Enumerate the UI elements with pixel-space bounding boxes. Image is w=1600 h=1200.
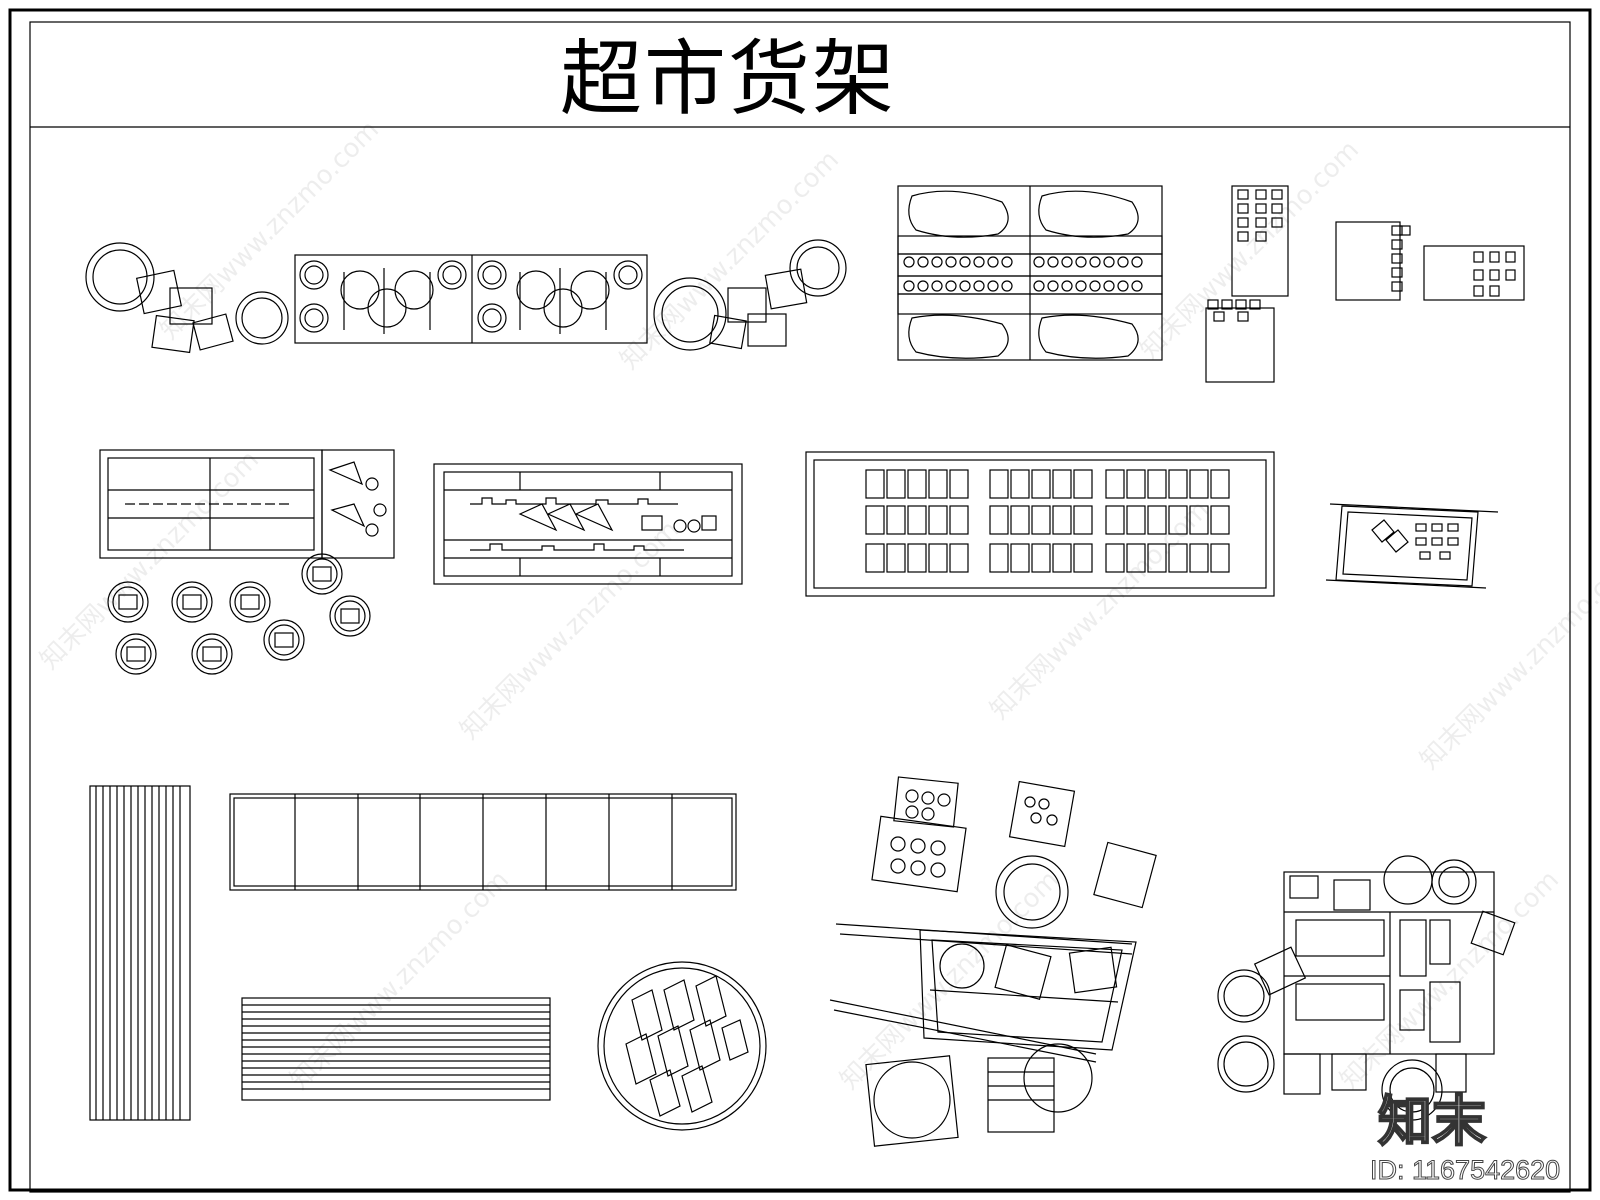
drawing-title: 超市货架: [560, 32, 897, 127]
round-fish-platter: [597, 961, 767, 1131]
fruit-crates-cluster: [1217, 855, 1516, 1121]
refrigerated-crate-shelf: [805, 451, 1275, 597]
site-logo-text: 知末: [1377, 1090, 1487, 1153]
outer-frame: [8, 8, 1592, 1192]
slatted-bench-horizontal: [241, 997, 551, 1101]
eight-panel-shelf: [229, 793, 737, 891]
round-table-with-chairs-left: [85, 242, 289, 354]
round-table-with-chairs-right: [653, 239, 847, 351]
produce-bin-shelf: [897, 185, 1163, 361]
angled-cart: [1325, 503, 1499, 589]
counter-with-stools-and-round-tables: [99, 449, 395, 675]
fresh-produce-market-stall: [829, 776, 1157, 1147]
long-bakery-counter: [433, 463, 743, 585]
double-pot-display-counter: [294, 254, 648, 344]
slatted-bench-vertical: [89, 785, 191, 1121]
small-goods-shelves: [1205, 185, 1525, 383]
inner-frame: [29, 21, 1571, 1193]
image-id-label: ID: 1167542620: [1370, 1155, 1561, 1186]
